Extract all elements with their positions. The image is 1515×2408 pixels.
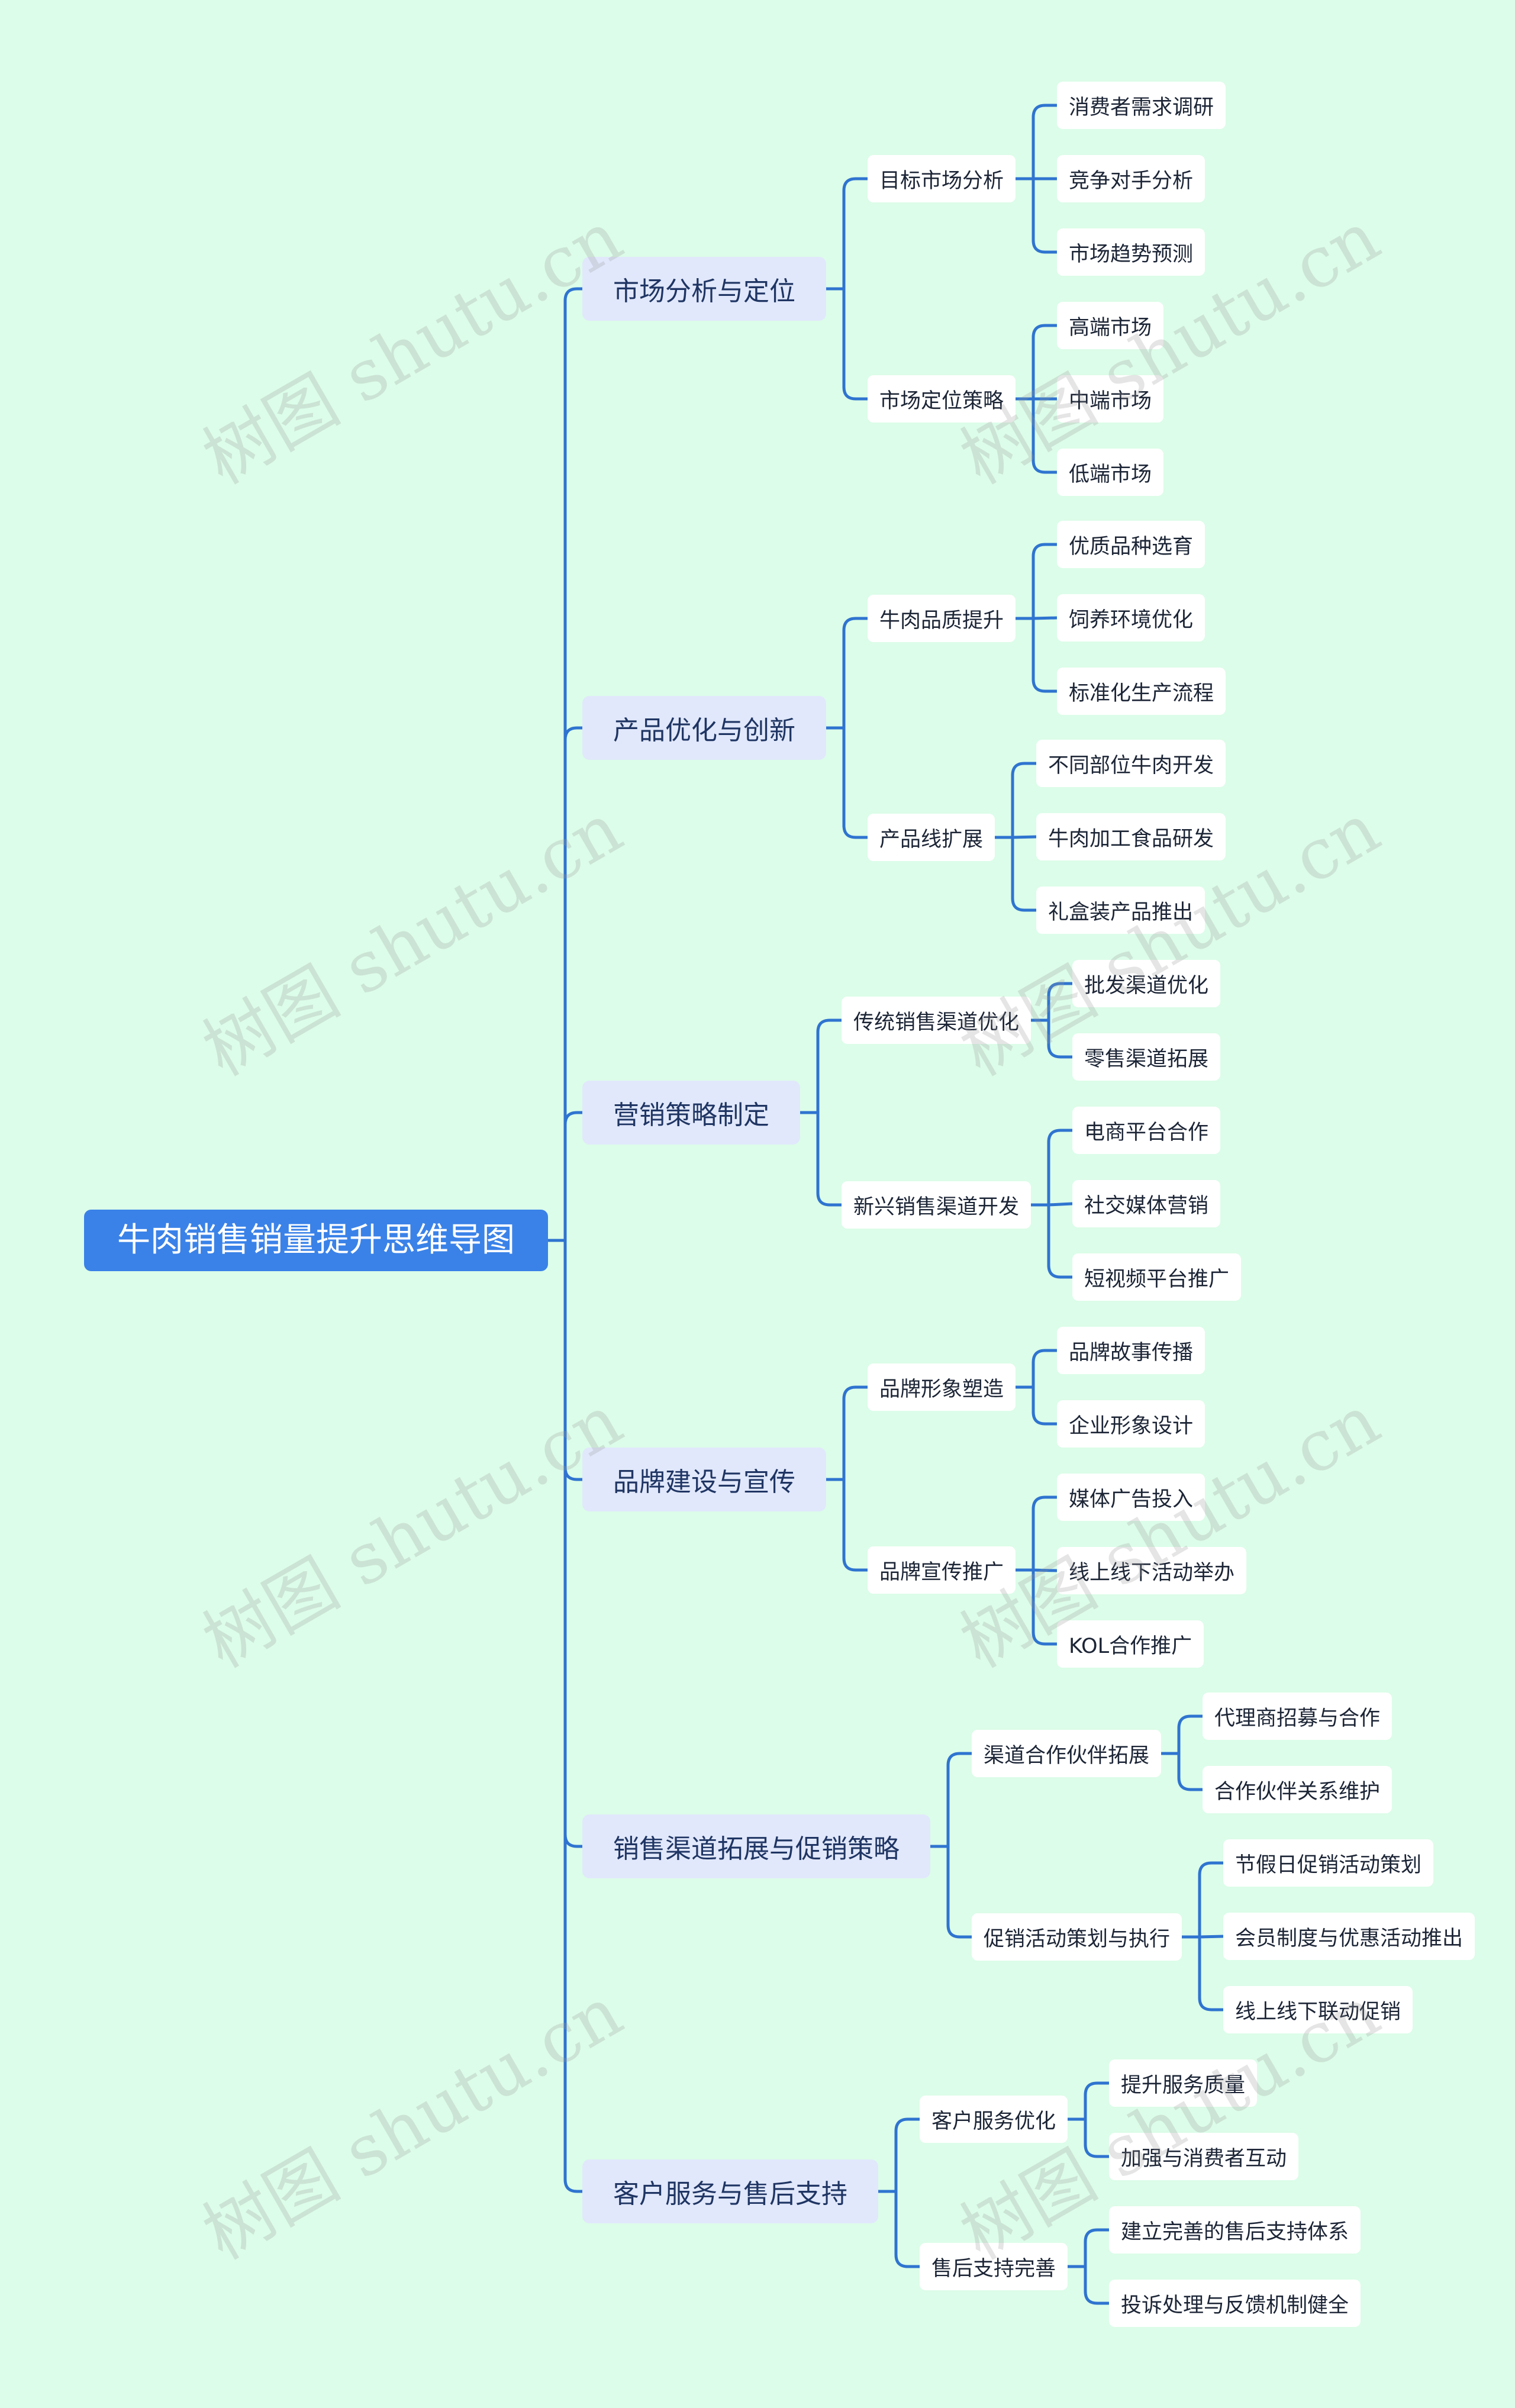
level3-node[interactable]: 竞争对手分析 — [1057, 155, 1205, 202]
level2-node[interactable]: 促销活动策划与执行 — [972, 1913, 1182, 1961]
connector — [1032, 397, 1059, 474]
level1-node[interactable]: 品牌建设与宣传 — [582, 1448, 826, 1511]
connector — [563, 1239, 584, 2193]
level3-node[interactable]: 代理商招募与合作 — [1203, 1693, 1392, 1740]
connector — [1011, 836, 1038, 912]
level3-node[interactable]: 媒体广告投入 — [1057, 1474, 1205, 1521]
level2-node[interactable]: 渠道合作伙伴拓展 — [972, 1730, 1162, 1777]
level3-node[interactable]: 批发渠道优化 — [1072, 960, 1221, 1007]
connector — [563, 287, 584, 1242]
level1-node[interactable]: 客户服务与售后支持 — [582, 2159, 878, 2223]
level3-node[interactable]: 提升服务质量 — [1109, 2059, 1258, 2107]
connector — [1032, 1385, 1059, 1426]
level1-node[interactable]: 销售渠道拓展与促销策略 — [582, 1814, 930, 1878]
connector — [563, 1111, 584, 1242]
level3-node[interactable]: 牛肉加工食品研发 — [1036, 813, 1226, 860]
root-node[interactable]: 牛肉销售销量提升思维导图 — [84, 1210, 548, 1271]
connector — [1084, 2265, 1111, 2305]
connector — [1011, 762, 1038, 839]
level2-node[interactable]: 市场定位策略 — [868, 375, 1016, 423]
connector — [1032, 1568, 1059, 1572]
level2-node[interactable]: 目标市场分析 — [868, 155, 1016, 202]
level3-node[interactable]: 标准化生产流程 — [1057, 668, 1226, 715]
connector — [894, 2117, 921, 2193]
connector — [1198, 1935, 1225, 2011]
connector — [842, 177, 869, 291]
connector — [1047, 1129, 1074, 1207]
level3-node[interactable]: 零售渠道拓展 — [1072, 1033, 1221, 1081]
connector — [1084, 2228, 1111, 2268]
connector — [1032, 104, 1059, 180]
level2-node[interactable]: 产品线扩展 — [868, 814, 995, 861]
connector — [563, 1239, 584, 1481]
connector — [842, 1385, 869, 1481]
level1-node[interactable]: 市场分析与定位 — [582, 257, 826, 321]
level2-node[interactable]: 客户服务优化 — [920, 2096, 1068, 2143]
connector — [1047, 1203, 1074, 1279]
level3-node[interactable]: 节假日促销活动策划 — [1223, 1839, 1434, 1887]
level2-node[interactable]: 牛肉品质提升 — [868, 595, 1016, 642]
level3-node[interactable]: 建立完善的售后支持体系 — [1109, 2206, 1361, 2254]
level3-node[interactable]: 电商平台合作 — [1072, 1107, 1221, 1154]
connector — [946, 1845, 974, 1939]
connector — [1198, 1935, 1225, 1939]
level3-node[interactable]: 线上线下联动促销 — [1223, 1986, 1413, 2033]
level3-node[interactable]: 消费者需求调研 — [1057, 82, 1226, 129]
connector — [1198, 1861, 1225, 1939]
level3-node[interactable]: 礼盒装产品推出 — [1036, 887, 1205, 934]
connector — [1177, 1752, 1204, 1791]
connector — [1084, 2081, 1111, 2121]
level3-node[interactable]: 企业形象设计 — [1057, 1400, 1205, 1448]
level3-node[interactable]: 合作伙伴关系维护 — [1203, 1766, 1392, 1813]
level3-node[interactable]: 线上线下活动举办 — [1057, 1547, 1247, 1594]
level2-node[interactable]: 新兴销售渠道开发 — [842, 1181, 1032, 1229]
connector — [1177, 1714, 1204, 1755]
connector — [894, 2190, 921, 2268]
connector — [1047, 1018, 1074, 1059]
level3-node[interactable]: KOL合作推广 — [1057, 1620, 1204, 1668]
level3-node[interactable]: 高端市场 — [1057, 302, 1164, 349]
level3-node[interactable]: 优质品种选育 — [1057, 521, 1205, 568]
connector — [1047, 1202, 1074, 1207]
level2-node[interactable]: 售后支持完善 — [920, 2243, 1068, 2290]
level3-node[interactable]: 品牌故事传播 — [1057, 1327, 1205, 1374]
connector — [816, 1018, 843, 1114]
level3-node[interactable]: 不同部位牛肉开发 — [1036, 740, 1226, 787]
level2-node[interactable]: 品牌形象塑造 — [868, 1363, 1016, 1411]
level3-node[interactable]: 短视频平台推广 — [1072, 1253, 1242, 1301]
level1-node[interactable]: 营销策略制定 — [582, 1081, 800, 1145]
connector — [946, 1752, 974, 1848]
connector — [1032, 543, 1059, 620]
level2-node[interactable]: 品牌宣传推广 — [868, 1546, 1016, 1594]
connector — [1032, 1495, 1059, 1572]
connector — [1032, 617, 1059, 693]
connector — [563, 1239, 584, 1848]
level3-node[interactable]: 社交媒体营销 — [1072, 1180, 1221, 1227]
connector — [842, 617, 869, 730]
level3-node[interactable]: 中端市场 — [1057, 375, 1164, 423]
level3-node[interactable]: 加强与消费者互动 — [1109, 2133, 1299, 2180]
connector — [563, 726, 584, 1242]
connector — [842, 287, 869, 401]
connector — [1032, 177, 1059, 254]
connector — [1032, 324, 1059, 401]
connector — [1047, 982, 1074, 1022]
connector — [1032, 1349, 1059, 1389]
level3-node[interactable]: 会员制度与优惠活动推出 — [1223, 1913, 1475, 1960]
level3-node[interactable]: 市场趋势预测 — [1057, 228, 1205, 276]
level3-node[interactable]: 饲养环境优化 — [1057, 594, 1205, 642]
level3-node[interactable]: 低端市场 — [1057, 449, 1164, 496]
connector — [842, 726, 869, 839]
level2-node[interactable]: 传统销售渠道优化 — [842, 997, 1032, 1044]
connector — [842, 1478, 869, 1572]
connector — [1032, 1568, 1059, 1646]
level1-node[interactable]: 产品优化与创新 — [582, 696, 826, 760]
connector — [1084, 2117, 1111, 2158]
connector — [816, 1111, 843, 1207]
level3-node[interactable]: 投诉处理与反馈机制健全 — [1109, 2280, 1361, 2327]
